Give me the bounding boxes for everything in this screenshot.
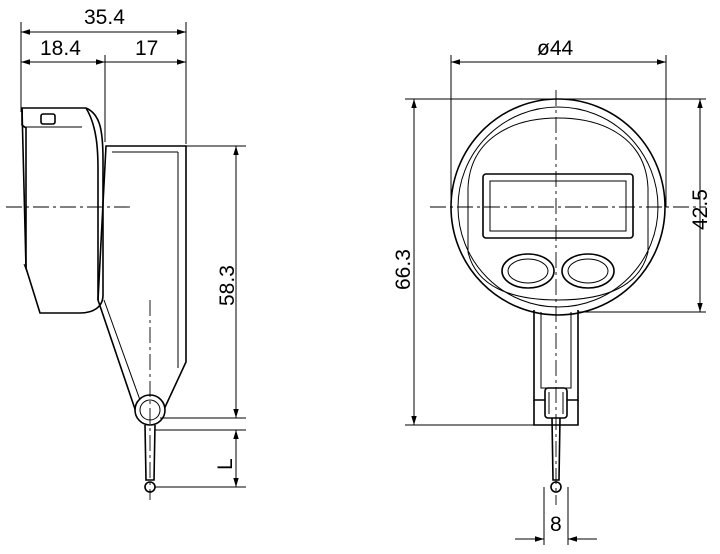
right-button <box>561 253 615 289</box>
dim-l-label: L <box>214 458 237 470</box>
lcd-display <box>482 173 634 239</box>
left-button <box>501 253 555 289</box>
dim-66-3-label: 66.3 <box>392 249 415 290</box>
dim-8-label: 8 <box>550 513 562 536</box>
battery-cap-icon <box>40 113 56 125</box>
dim-17-label: 17 <box>135 37 158 60</box>
side-view: 35.4 18.4 17 58.3 L <box>6 6 246 500</box>
front-view: ø44 66.3 42.5 <box>392 37 712 545</box>
dim-58-3-label: 58.3 <box>216 265 239 306</box>
dim-35-4-label: 35.4 <box>84 6 125 29</box>
dim-18-4-label: 18.4 <box>40 37 81 60</box>
dim-diameter-label: ø44 <box>537 37 574 60</box>
dim-42-5-label: 42.5 <box>689 189 712 230</box>
